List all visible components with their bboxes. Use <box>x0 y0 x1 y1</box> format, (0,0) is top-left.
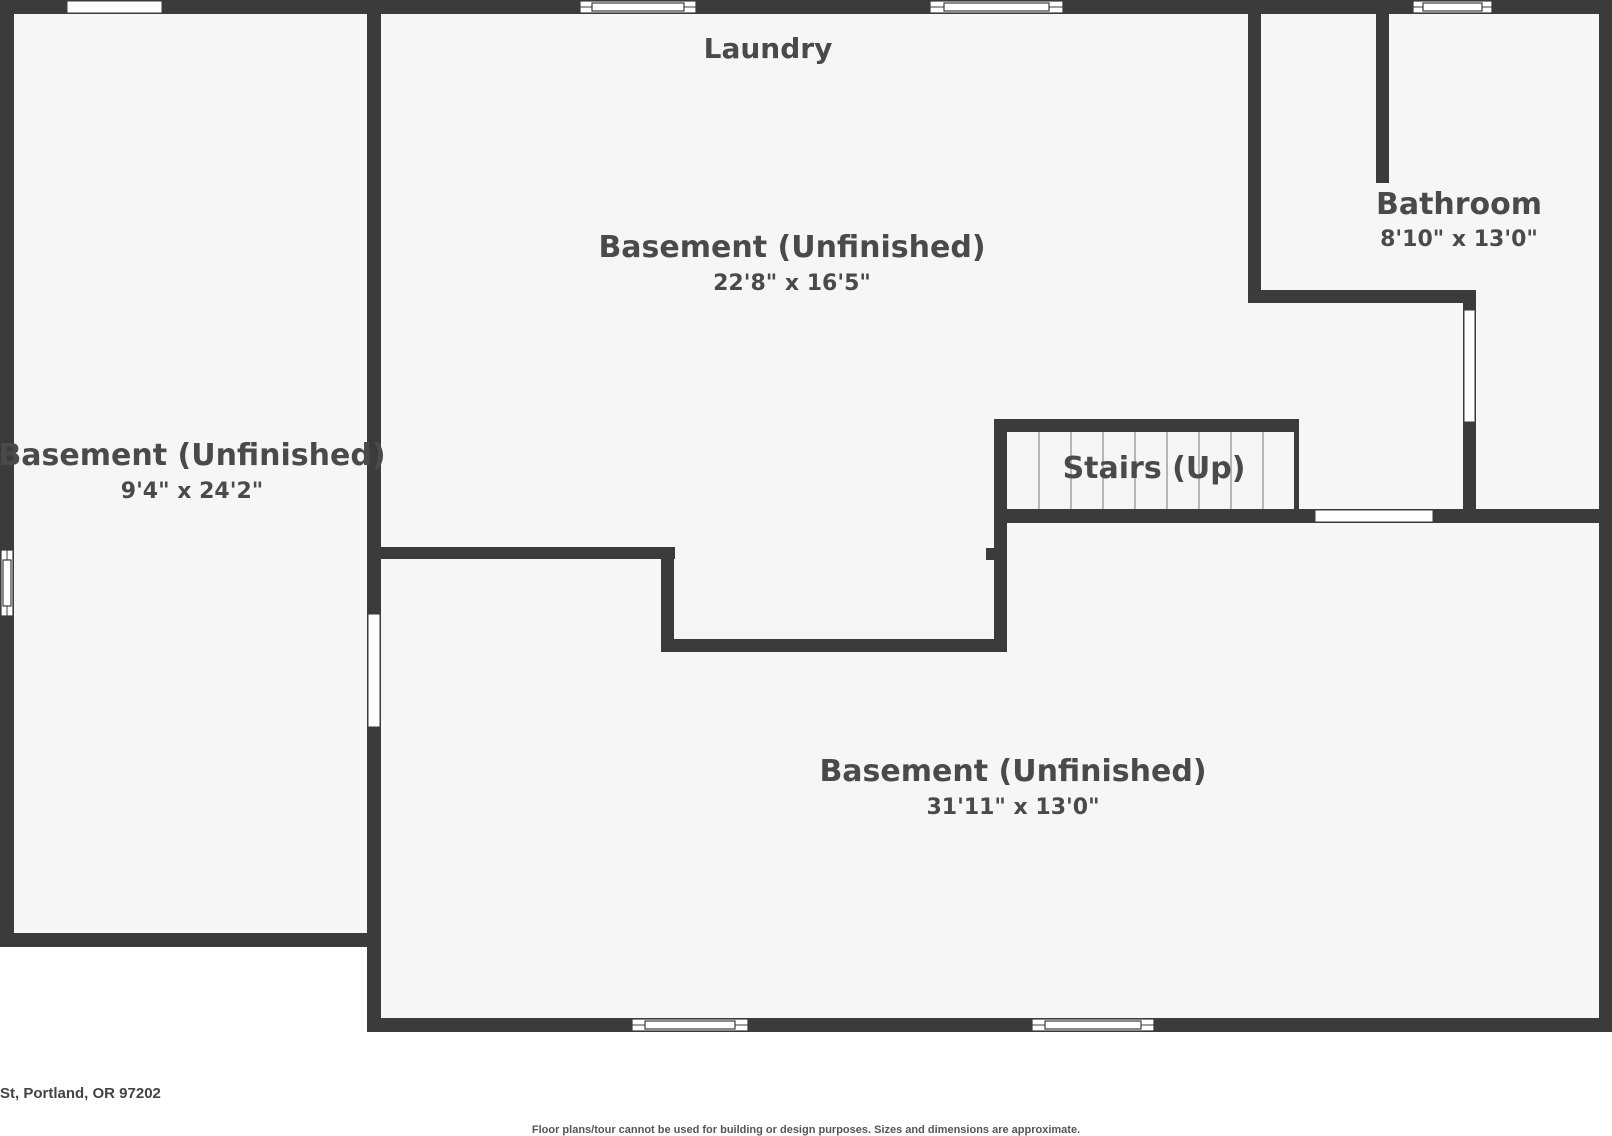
property-address: St, Portland, OR 97202 <box>0 1085 161 1102</box>
left-basement-dims: 9'4" x 24'2" <box>121 479 263 504</box>
wall <box>1376 0 1389 183</box>
center-basement-name: Basement (Unfinished) <box>598 230 985 265</box>
door-opening <box>367 613 381 728</box>
wall <box>0 933 381 947</box>
wall <box>381 547 675 559</box>
wall <box>661 639 1007 652</box>
disclaimer-text: Floor plans/tour cannot be used for buil… <box>531 1124 1081 1136</box>
door-opening <box>1314 509 1434 523</box>
door-opening <box>66 0 163 14</box>
stairs-name: Stairs (Up) <box>1063 451 1246 486</box>
window <box>929 0 1064 14</box>
floor-left-basement <box>14 14 367 940</box>
wall <box>994 509 1612 523</box>
stair-treads <box>1038 432 1264 509</box>
wall <box>367 1018 1612 1032</box>
window <box>1031 1018 1155 1032</box>
floor-plan: Basement (Unfinished) 9'4" x 24'2" Laund… <box>0 0 1612 1032</box>
window <box>579 0 697 14</box>
laundry-name: Laundry <box>704 32 833 65</box>
bottom-basement-name: Basement (Unfinished) <box>819 754 1206 789</box>
wall <box>1248 290 1476 303</box>
wall <box>1294 419 1299 509</box>
wall <box>994 419 1007 652</box>
window <box>0 549 14 617</box>
door-openings <box>66 0 1476 728</box>
left-basement-name: Basement (Unfinished) <box>0 438 386 473</box>
wall <box>661 547 674 652</box>
window <box>631 1018 749 1032</box>
bottom-basement-dims: 31'11" x 13'0" <box>926 795 1099 820</box>
windows <box>0 0 1493 1032</box>
bathroom-dims: 8'10" x 13'0" <box>1380 227 1538 252</box>
bathroom-name: Bathroom <box>1376 187 1542 222</box>
door-opening <box>1463 309 1476 423</box>
wall <box>1248 0 1261 303</box>
wall <box>986 548 996 560</box>
wall <box>0 0 381 14</box>
wall <box>0 0 14 947</box>
wall <box>367 0 381 1032</box>
wall <box>994 419 1299 432</box>
center-basement-dims: 22'8" x 16'5" <box>713 271 871 296</box>
window <box>1412 0 1493 14</box>
